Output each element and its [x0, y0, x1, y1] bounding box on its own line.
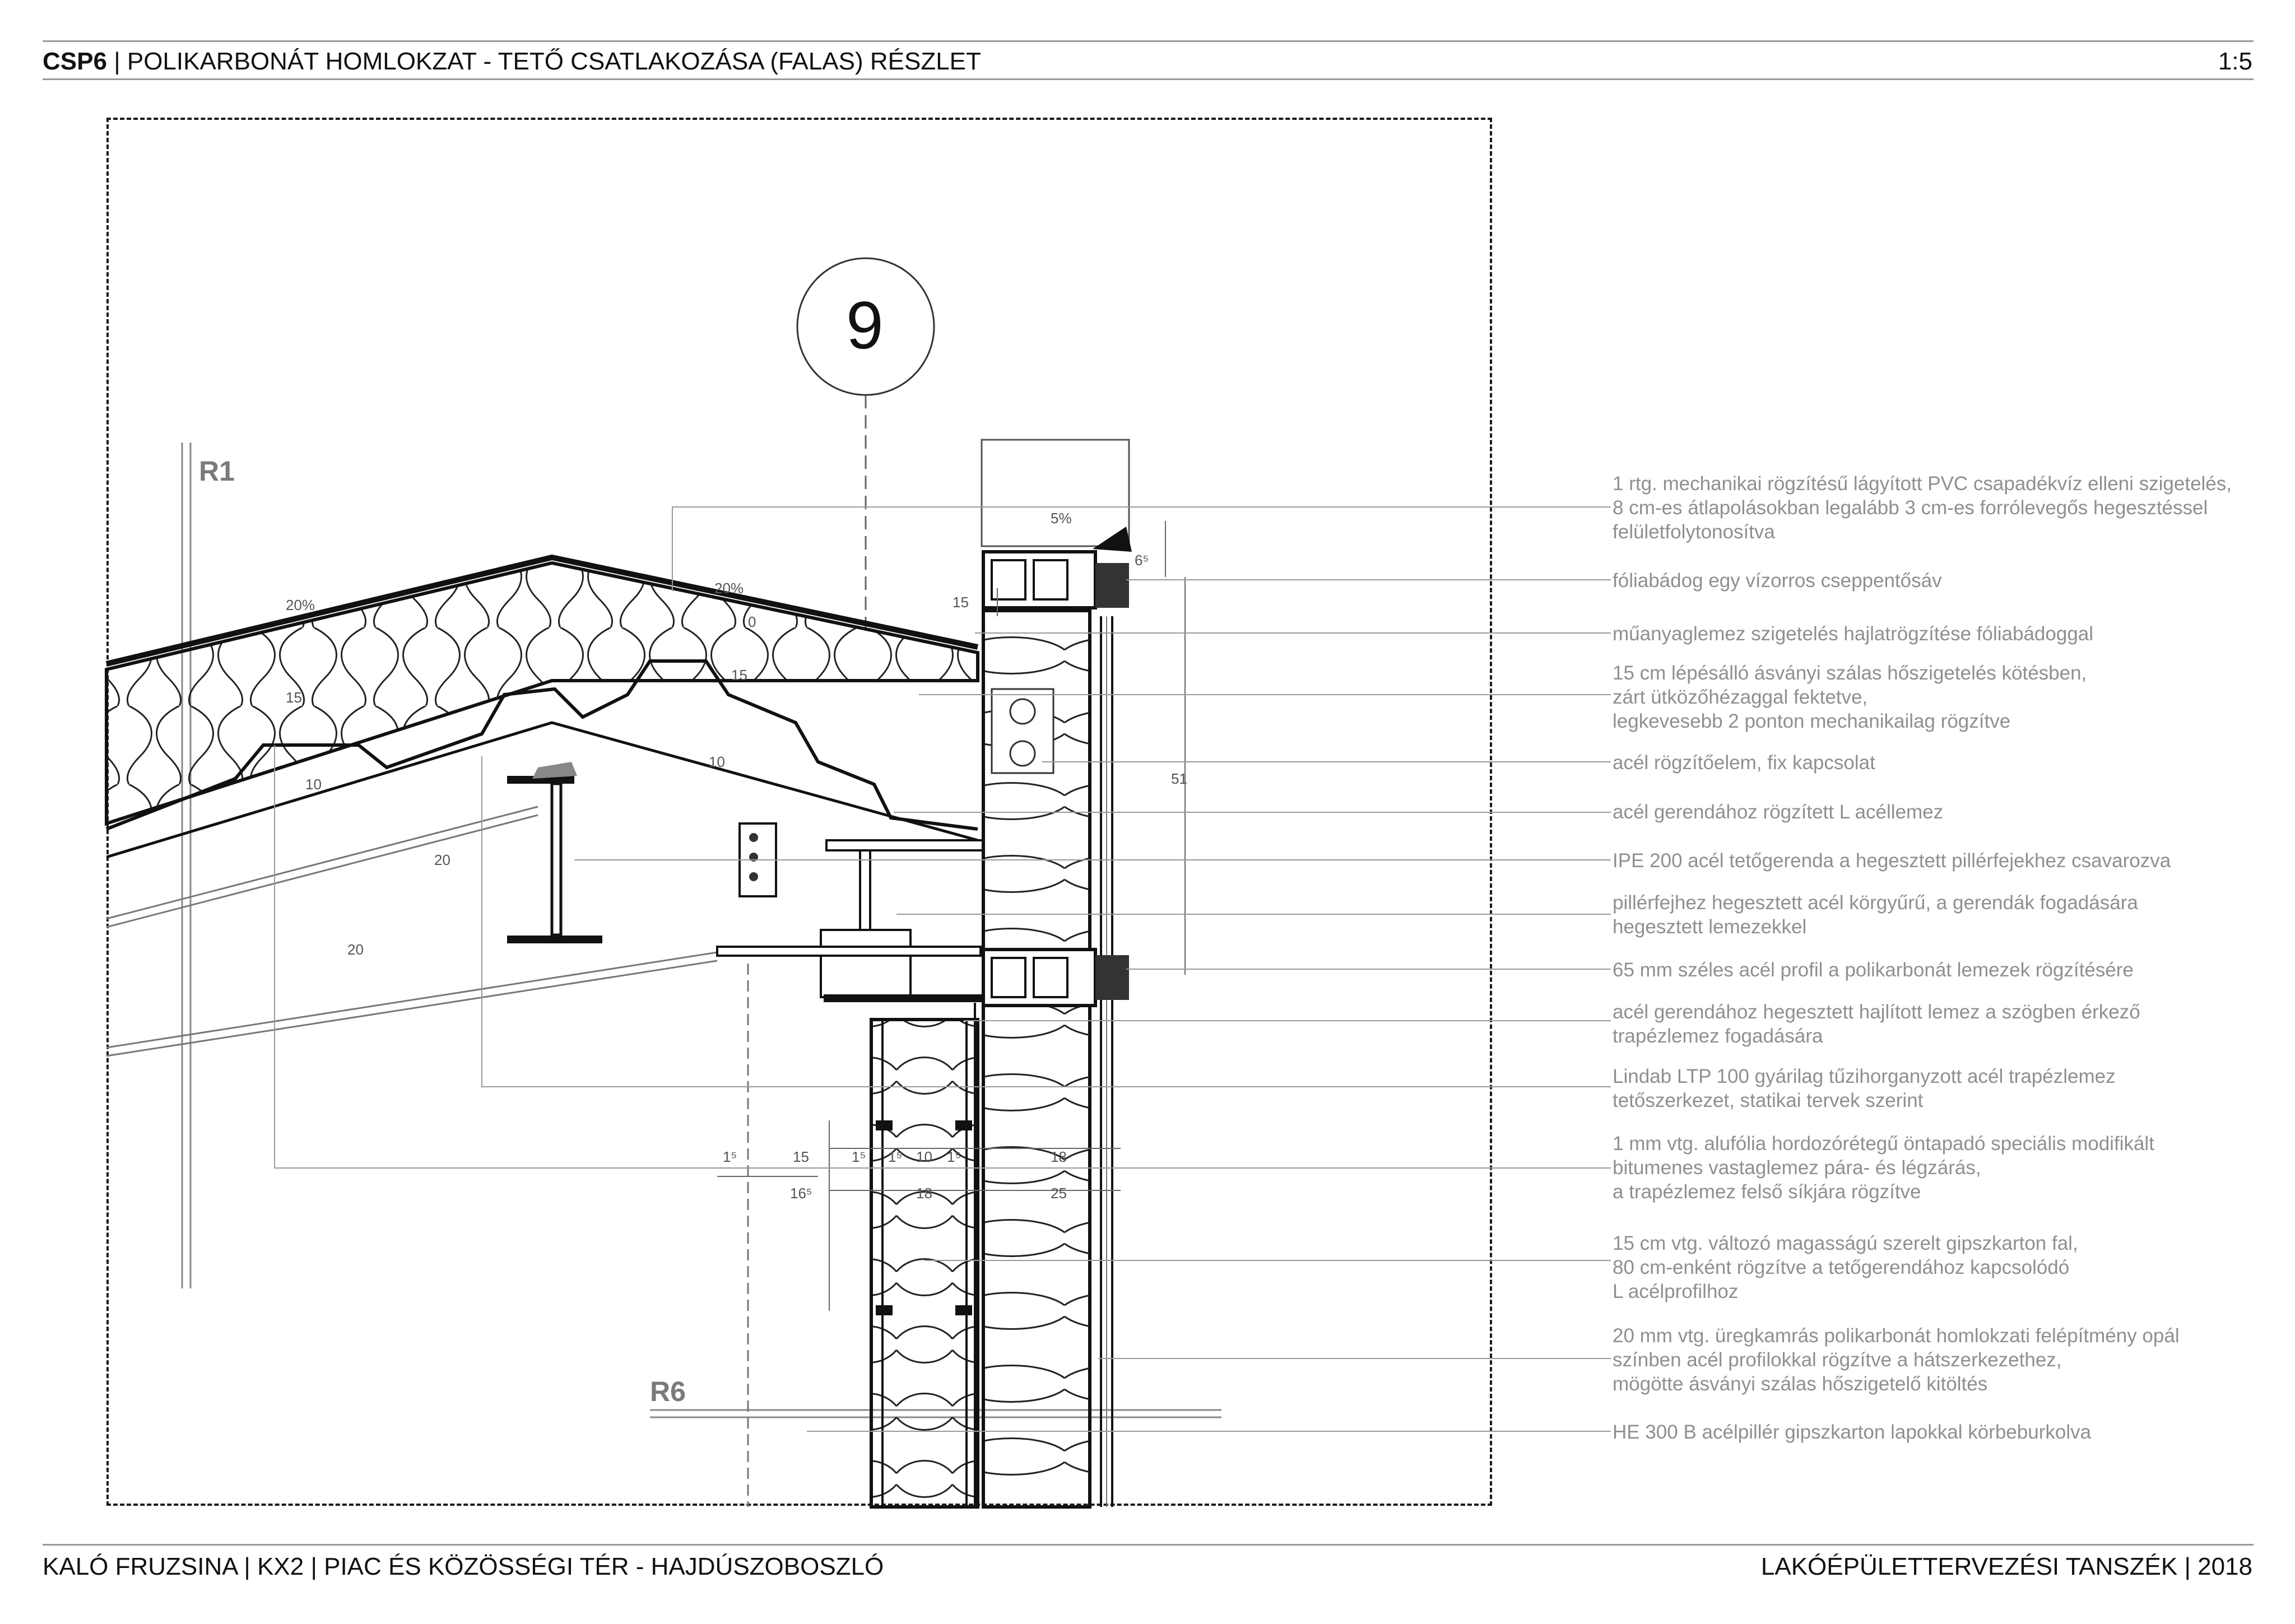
footer-department-year: LAKÓÉPÜLETTERVEZÉSI TANSZÉK | 2018	[1760, 1553, 2252, 1580]
dimension-label: 20	[347, 941, 364, 958]
dimension-label: 15	[286, 689, 302, 706]
dimension-lines	[717, 521, 1186, 1311]
slope-label: 20%	[286, 597, 315, 613]
dimension-label: 18	[1051, 1148, 1067, 1165]
dimension-label: 20	[434, 851, 450, 868]
detail-marker-circle	[796, 257, 935, 396]
detail-number: 9	[846, 288, 884, 363]
annotation-item: 15 cm lépésálló ásványi szálas hőszigete…	[1613, 662, 2087, 732]
dimension-label: 10	[709, 753, 725, 770]
annotation-item: 1 mm vtg. alufólia hordozórétegű öntapad…	[1613, 1133, 2154, 1203]
drawing-title: CSP6 | POLIKARBONÁT HOMLOKZAT - TETŐ CSA…	[43, 49, 981, 74]
annotation-item: HE 300 B acélpillér gipszkarton lapokkal…	[1613, 1421, 2092, 1443]
ipe-beam	[507, 762, 602, 943]
drawing-code: CSP6	[43, 48, 107, 75]
annotation-item: Lindab LTP 100 gyárilag tűzihorganyzott …	[1613, 1065, 2116, 1111]
drawing-title-text: | POLIKARBONÁT HOMLOKZAT - TETŐ CSATLAKO…	[114, 48, 981, 75]
roof-insulation	[105, 554, 979, 859]
slope-label: 20%	[714, 580, 744, 597]
annotation-item: fóliabádog egy vízorros cseppentősáv	[1613, 570, 1942, 592]
steel-connection	[716, 822, 992, 1002]
annotation-item: 20 mm vtg. üregkamrás polikarbonát homlo…	[1613, 1325, 2180, 1395]
footer-rule	[43, 1544, 2254, 1546]
dimension-label: 1⁵	[947, 1148, 961, 1165]
annotation-item: 15 cm vtg. változó magasságú szerelt gip…	[1613, 1232, 2078, 1302]
facade-profile-top	[982, 527, 1132, 609]
annotation-item: acél gerendához rögzített L acéllemez	[1613, 801, 1944, 823]
annotation-leaders	[274, 506, 1611, 1432]
footer-author-project: KALÓ FRUZSINA | KX2 | PIAC ÉS KÖZÖSSÉGI …	[43, 1553, 884, 1580]
annotation-item: acél rögzítőelem, fix kapcsolat	[1613, 752, 1875, 774]
ceiling-slope-lines	[106, 806, 718, 1057]
dimension-label: 1⁵	[888, 1148, 903, 1165]
annotation-item: acél gerendához hegesztett hajlított lem…	[1613, 1001, 2140, 1047]
drawing-scale: 1:5	[2218, 48, 2252, 75]
dimension-label: 10	[916, 1148, 932, 1165]
gypsum-wall	[870, 1003, 979, 1509]
dimension-label: 1⁵	[723, 1148, 737, 1165]
dimension-label: 15	[793, 1148, 809, 1165]
slope-label: 5%	[1051, 510, 1072, 527]
annotation-item: műanyaglemez szigetelés hajlatrögzítése …	[1613, 623, 2094, 645]
facade-profile-bottom	[982, 948, 1129, 1007]
dimension-label: 0	[748, 613, 756, 630]
dimension-label: 25	[1051, 1185, 1067, 1202]
annotation-item: 1 rtg. mechanikai rögzítésű lágyított PV…	[1613, 473, 2232, 543]
dimension-label: 18	[916, 1185, 932, 1202]
dimension-label: 15	[731, 667, 747, 683]
dimension-label: 16⁵	[790, 1185, 812, 1202]
annotation-item: IPE 200 acél tetőgerenda a hegesztett pi…	[1613, 850, 2171, 872]
annotation-item: pillérfejhez hegesztett acél körgyűrű, a…	[1613, 892, 2138, 938]
grid-label-r6: R6	[650, 1376, 686, 1407]
steel-fixing-element	[991, 688, 1054, 774]
grid-axis-r1	[181, 443, 192, 1288]
header-rule-bottom	[43, 78, 2254, 80]
dimension-label: 1⁵	[852, 1148, 866, 1165]
dimension-label: 51	[1171, 770, 1187, 787]
header-rule-top	[43, 40, 2254, 42]
dimension-label: 10	[305, 776, 322, 793]
annotation-item: 65 mm széles acél profil a polikarbonát …	[1613, 959, 2134, 981]
grid-label-r1: R1	[199, 455, 235, 487]
dimension-label: 15	[953, 594, 969, 611]
dimension-label: 6⁵	[1135, 552, 1149, 569]
